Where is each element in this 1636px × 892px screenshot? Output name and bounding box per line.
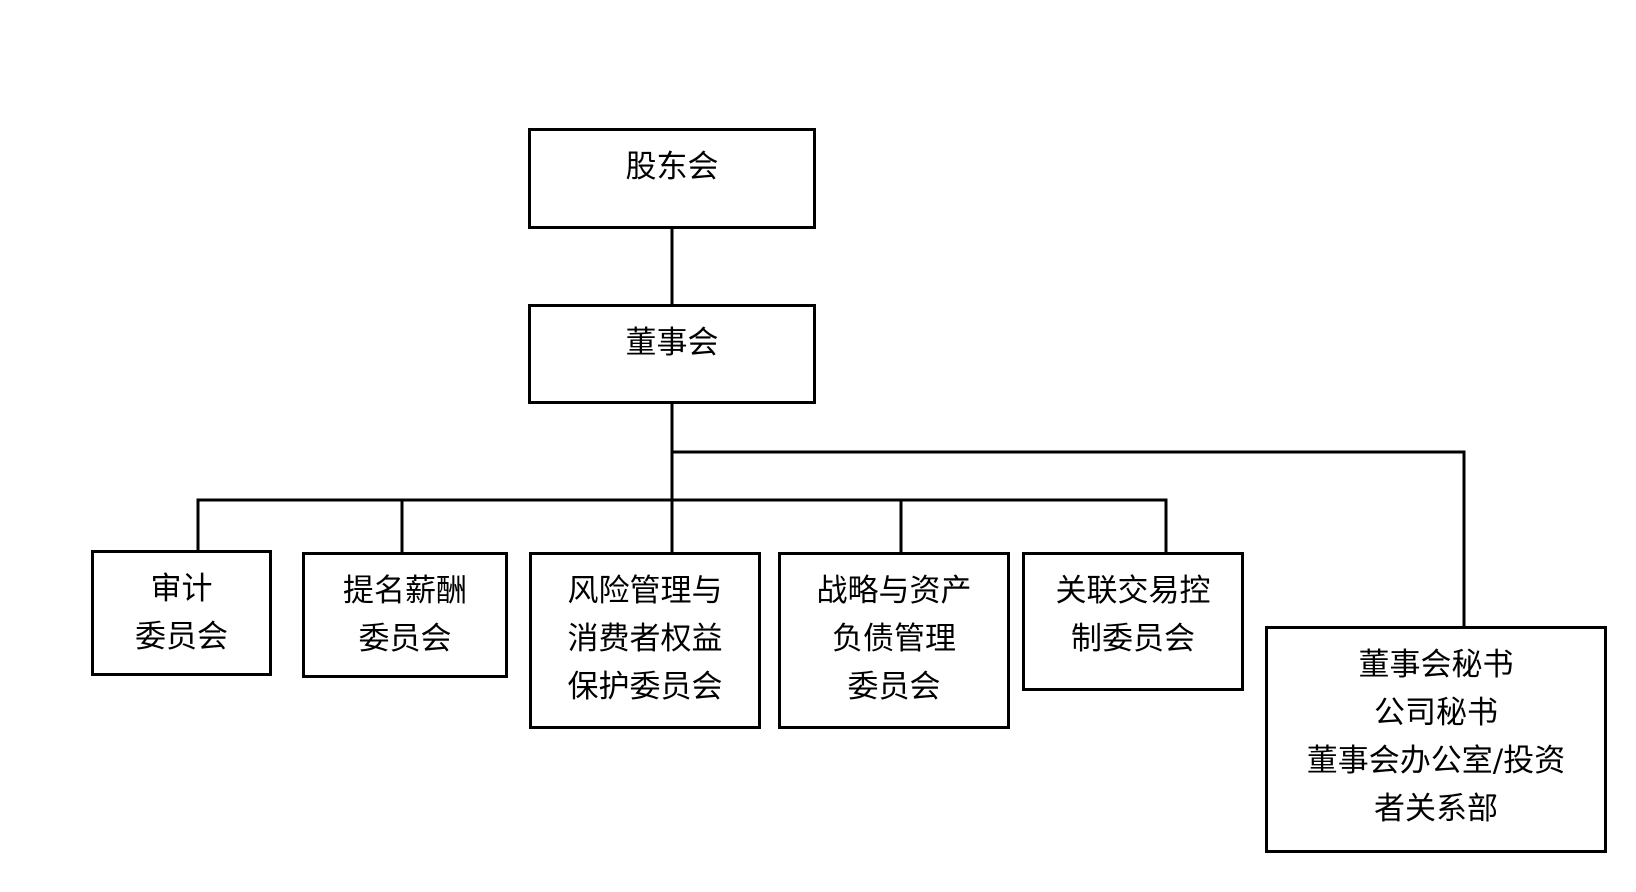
- board-secretariat-box: 董事会秘书 公司秘书 董事会办公室/投资 者关系部: [1265, 626, 1607, 853]
- strategy-asset-liability-committee-box: 战略与资产 负债管理 委员会: [778, 552, 1010, 729]
- strategy-asset-liability-committee-line-3: 委员会: [847, 669, 941, 705]
- audit-committee-line-1: 审计: [150, 571, 213, 607]
- related-party-transaction-committee-line-2: 制委员会: [1071, 621, 1195, 657]
- shareholders-meeting-label: 股东会: [625, 149, 719, 185]
- related-party-transaction-committee-line-1: 关联交易控: [1055, 573, 1211, 609]
- shareholders-meeting-box: 股东会: [528, 128, 816, 229]
- risk-consumer-protection-committee-box: 风险管理与 消费者权益 保护委员会: [529, 552, 761, 729]
- risk-consumer-protection-committee-line-3: 保护委员会: [567, 669, 723, 705]
- board-of-directors-box: 董事会: [528, 304, 816, 404]
- nomination-remuneration-committee-line-1: 提名薪酬: [343, 573, 467, 609]
- board-office-investor-relations-line-1: 董事会办公室/投资: [1306, 743, 1566, 779]
- risk-consumer-protection-committee-line-1: 风险管理与: [567, 573, 723, 609]
- strategy-asset-liability-committee-line-2: 负债管理: [832, 621, 956, 657]
- board-of-directors-label: 董事会: [625, 325, 719, 361]
- board-secretary-line: 董事会秘书: [1358, 647, 1514, 683]
- nomination-remuneration-committee-line-2: 委员会: [358, 621, 452, 657]
- strategy-asset-liability-committee-line-1: 战略与资产: [816, 573, 972, 609]
- board-office-investor-relations-line-2: 者关系部: [1374, 791, 1498, 827]
- audit-committee-box: 审计 委员会: [91, 550, 272, 676]
- company-secretary-line: 公司秘书: [1374, 695, 1498, 731]
- audit-committee-line-2: 委员会: [135, 619, 228, 655]
- related-party-transaction-committee-box: 关联交易控 制委员会: [1022, 552, 1244, 691]
- risk-consumer-protection-committee-line-2: 消费者权益: [567, 621, 723, 657]
- nomination-remuneration-committee-box: 提名薪酬 委员会: [302, 552, 508, 678]
